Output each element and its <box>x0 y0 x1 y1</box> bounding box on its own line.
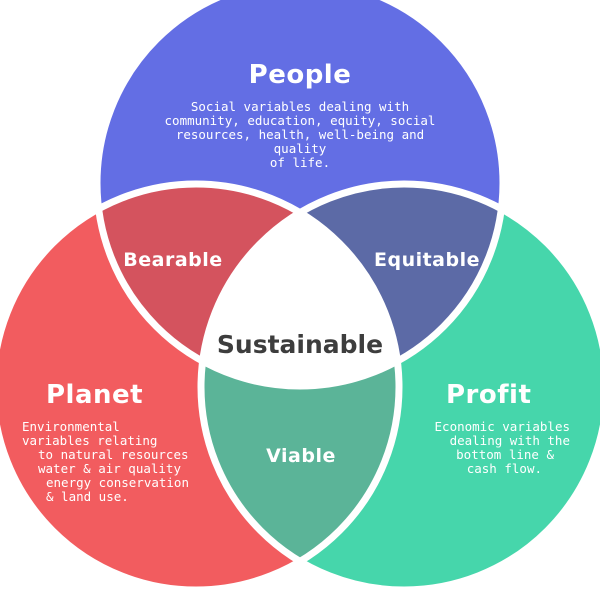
planet-desc-line: energy conservation <box>46 475 189 490</box>
people-desc-line: community, education, equity, social <box>164 113 436 128</box>
planet-desc-line: & land use. <box>46 489 129 504</box>
planet-title: Planet <box>46 380 144 410</box>
planet-desc-line: water & air quality <box>38 461 181 476</box>
sustainable-region <box>201 184 399 386</box>
profit-desc-line: bottom line & <box>456 447 554 462</box>
planet-desc-line: to natural resources <box>38 447 189 462</box>
planet-description: Environmental variables relating to natu… <box>22 420 212 504</box>
profit-title: Profit <box>446 380 532 410</box>
people-title: People <box>248 60 352 90</box>
planet-outline <box>0 180 403 594</box>
equitable-label: Equitable <box>373 249 481 271</box>
people-desc-line: of life. <box>269 155 331 170</box>
sustainable-label: Sustainable <box>216 330 384 359</box>
planet-desc-line: Environmental <box>22 419 120 434</box>
people-description: Social variables dealing with community,… <box>150 100 450 170</box>
profit-desc-line: cash flow. <box>466 461 542 476</box>
people-desc-line: Social variables dealing with <box>190 99 410 114</box>
people-desc-line: resources, health, well-being and qualit… <box>175 127 425 156</box>
profit-desc-line: dealing with the <box>449 433 570 448</box>
profit-outline <box>197 180 600 594</box>
bearable-label: Bearable <box>123 249 223 271</box>
profit-desc-line: Economic variables <box>434 419 570 434</box>
profit-description: Economic variables dealing with the bott… <box>396 420 586 476</box>
planet-desc-line: variables relating <box>22 433 158 448</box>
people-outline <box>93 0 507 390</box>
viable-label: Viable <box>266 445 336 467</box>
